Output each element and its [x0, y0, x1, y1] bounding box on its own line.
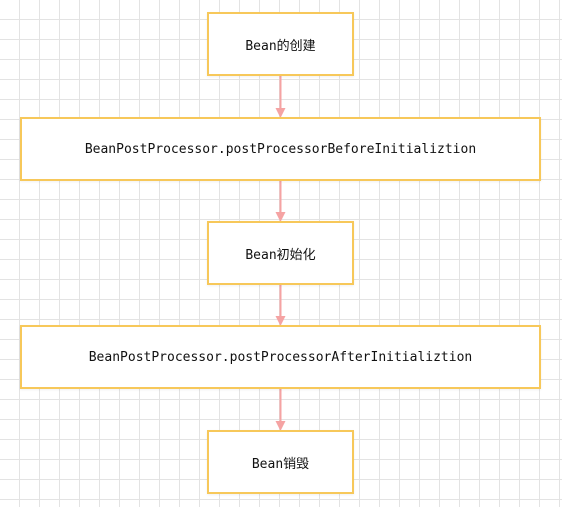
node-bean-destroy-label: Bean销毁: [251, 456, 310, 472]
node-bean-init-label: Bean初始化: [245, 247, 316, 263]
node-bean-create[interactable]: Bean的创建: [207, 12, 354, 76]
node-bean-destroy[interactable]: Bean销毁: [207, 430, 354, 494]
node-bean-init[interactable]: Bean初始化: [207, 221, 354, 285]
node-bean-create-label: Bean的创建: [245, 38, 316, 54]
node-post-processor-before[interactable]: BeanPostProcessor.postProcessorBeforeIni…: [20, 117, 541, 181]
node-post-processor-before-label: BeanPostProcessor.postProcessorBeforeIni…: [84, 141, 477, 157]
node-post-processor-after-label: BeanPostProcessor.postProcessorAfterInit…: [88, 349, 473, 365]
node-post-processor-after[interactable]: BeanPostProcessor.postProcessorAfterInit…: [20, 325, 541, 389]
